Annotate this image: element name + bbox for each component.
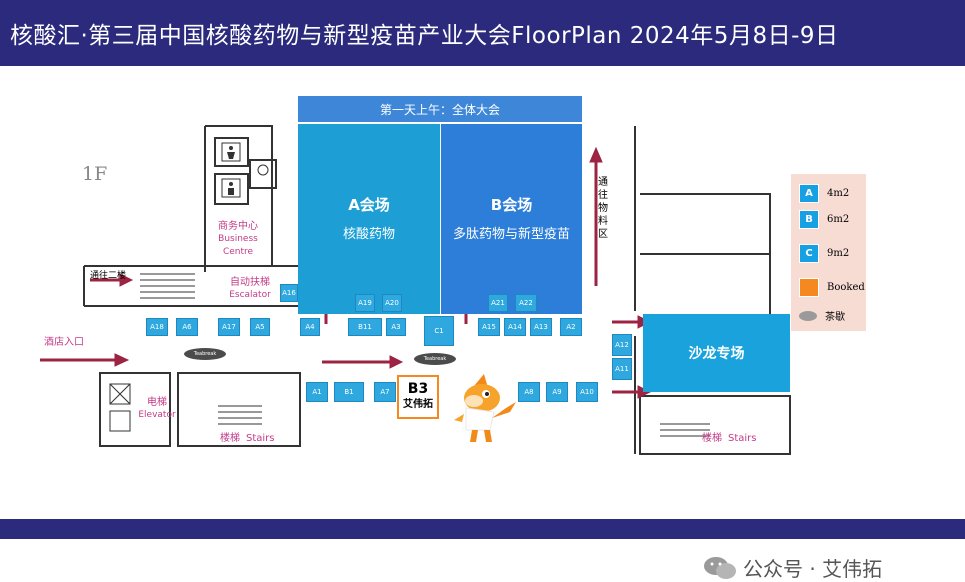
booth-b1[interactable]: B1 xyxy=(334,382,364,402)
elevator-cn: 电梯 xyxy=(147,397,167,408)
booth-a22[interactable]: A22 xyxy=(515,294,537,312)
booth-a1[interactable]: A1 xyxy=(306,382,328,402)
watermark-text: 公众号 · 艾伟拓 xyxy=(743,557,883,581)
salon-title: 沙龙专场 xyxy=(688,346,745,362)
footer-bar xyxy=(0,519,965,539)
business-centre-cn: 商务中心 xyxy=(218,221,258,232)
stairs-left-en: Stairs xyxy=(246,433,275,444)
page-title: 核酸汇·第三届中国核酸药物与新型疫苗产业大会FloorPlan 2024年5月8… xyxy=(10,23,839,49)
booth-b3-featured[interactable]: B3 艾伟拓 xyxy=(397,375,439,419)
escalator-label: 自动扶梯 Escalator xyxy=(222,276,278,302)
booth-a6[interactable]: A6 xyxy=(176,318,198,336)
booth-a2[interactable]: A2 xyxy=(560,318,582,336)
booth-a8[interactable]: A8 xyxy=(518,382,540,402)
legend-label-a: 4m2 xyxy=(827,188,850,199)
booth-a10[interactable]: A10 xyxy=(576,382,598,402)
wechat-icon xyxy=(704,556,736,579)
teabreak-1: Teabreak xyxy=(184,348,226,360)
booth-a13[interactable]: A13 xyxy=(530,318,552,336)
hotel-entrance-label: 酒店入口 xyxy=(44,337,84,348)
legend-label-c: 9m2 xyxy=(827,248,850,259)
legend-swatch-booked xyxy=(799,278,819,297)
booth-a20[interactable]: A20 xyxy=(382,294,402,312)
legend-swatch-a: A xyxy=(799,184,819,203)
booth-a14[interactable]: A14 xyxy=(504,318,526,336)
booth-a15[interactable]: A15 xyxy=(478,318,500,336)
business-centre-label: 商务中心 Business Centre xyxy=(208,220,268,259)
legend-swatch-b: B xyxy=(799,210,819,229)
legend-label-b: 6m2 xyxy=(827,214,850,225)
hall-b-subtitle: 多肽药物与新型疫苗 xyxy=(452,227,570,242)
booth-a17[interactable]: A17 xyxy=(218,318,240,336)
teabreak-2: Teabreak xyxy=(414,353,456,365)
hall-b-label: B会场 多肽药物与新型疫苗 xyxy=(441,194,582,242)
dragon-mascot-icon xyxy=(454,374,516,442)
watermark: 公众号 · 艾伟拓 xyxy=(703,553,882,582)
legend-swatch-teabreak xyxy=(799,310,817,321)
legend-item-c: C 9m2 xyxy=(799,244,849,263)
booth-a11[interactable]: A11 xyxy=(612,358,632,380)
salon-hall: 沙龙专场 xyxy=(643,314,790,392)
booth-a21[interactable]: A21 xyxy=(488,294,508,312)
legend-label-booked: Booked xyxy=(827,282,865,293)
booth-a19[interactable]: A19 xyxy=(355,294,375,312)
stairs-right-en: Stairs xyxy=(728,433,757,444)
legend-item-a: A 4m2 xyxy=(799,184,849,203)
stairs-right-cn: 楼梯 xyxy=(702,433,722,444)
booth-b3-code: B3 xyxy=(407,381,429,397)
legend-item-b: B 6m2 xyxy=(799,210,849,229)
escalator-en: Escalator xyxy=(229,290,271,300)
logistics-label: 通往物料区 xyxy=(598,177,608,240)
hall-a-subtitle: 核酸药物 xyxy=(342,227,395,242)
booth-a9[interactable]: A9 xyxy=(546,382,568,402)
booth-a3[interactable]: A3 xyxy=(386,318,406,336)
legend-label-teabreak: 茶歇 xyxy=(825,312,845,323)
hall-b-title: B会场 xyxy=(490,196,533,214)
floor-walls xyxy=(40,125,791,455)
stairs-left-cn: 楼梯 xyxy=(220,433,240,444)
plenary-banner-text: 第一天上午：全体大会 xyxy=(379,102,500,117)
hall-a-title: A会场 xyxy=(348,196,390,214)
hall-a-label: A会场 核酸药物 xyxy=(298,194,440,242)
legend-item-teabreak: 茶歇 xyxy=(799,308,845,323)
booth-b3-name: 艾伟拓 xyxy=(403,399,433,410)
legend-item-booked: Booked xyxy=(799,278,865,297)
business-centre-en: Business Centre xyxy=(218,234,258,257)
booth-a12[interactable]: A12 xyxy=(612,334,632,356)
stairs-left-label: 楼梯 Stairs xyxy=(220,432,275,445)
legend-swatch-c: C xyxy=(799,244,819,263)
booth-a16[interactable]: A16 xyxy=(280,284,298,302)
legend: A 4m2 B 6m2 C 9m2 Booked 茶歇 xyxy=(791,174,866,331)
booth-a5[interactable]: A5 xyxy=(250,318,270,336)
header-bar: 核酸汇·第三届中国核酸药物与新型疫苗产业大会FloorPlan 2024年5月8… xyxy=(0,0,965,66)
booth-a7[interactable]: A7 xyxy=(374,382,396,402)
escalator-cn: 自动扶梯 xyxy=(230,277,270,288)
booth-b11[interactable]: B11 xyxy=(348,318,382,336)
hall-b xyxy=(441,124,582,314)
booth-a4[interactable]: A4 xyxy=(300,318,320,336)
stairs-right-label: 楼梯 Stairs xyxy=(702,432,757,445)
elevator-label: 电梯 Elevator xyxy=(136,396,178,422)
floor-label: 1F xyxy=(82,163,108,185)
booth-a18[interactable]: A18 xyxy=(146,318,168,336)
to-second-floor-label: 通往二楼 xyxy=(90,271,127,281)
elevator-en: Elevator xyxy=(138,410,176,420)
floor-plan: 1F 第一天上午：全体大会 A会场 核酸药物 B会场 多肽药物与新型疫苗 沙龙专… xyxy=(0,66,965,581)
hall-a xyxy=(298,124,440,314)
booth-c1[interactable]: C1 xyxy=(424,316,454,346)
plenary-banner: 第一天上午：全体大会 xyxy=(298,96,582,122)
